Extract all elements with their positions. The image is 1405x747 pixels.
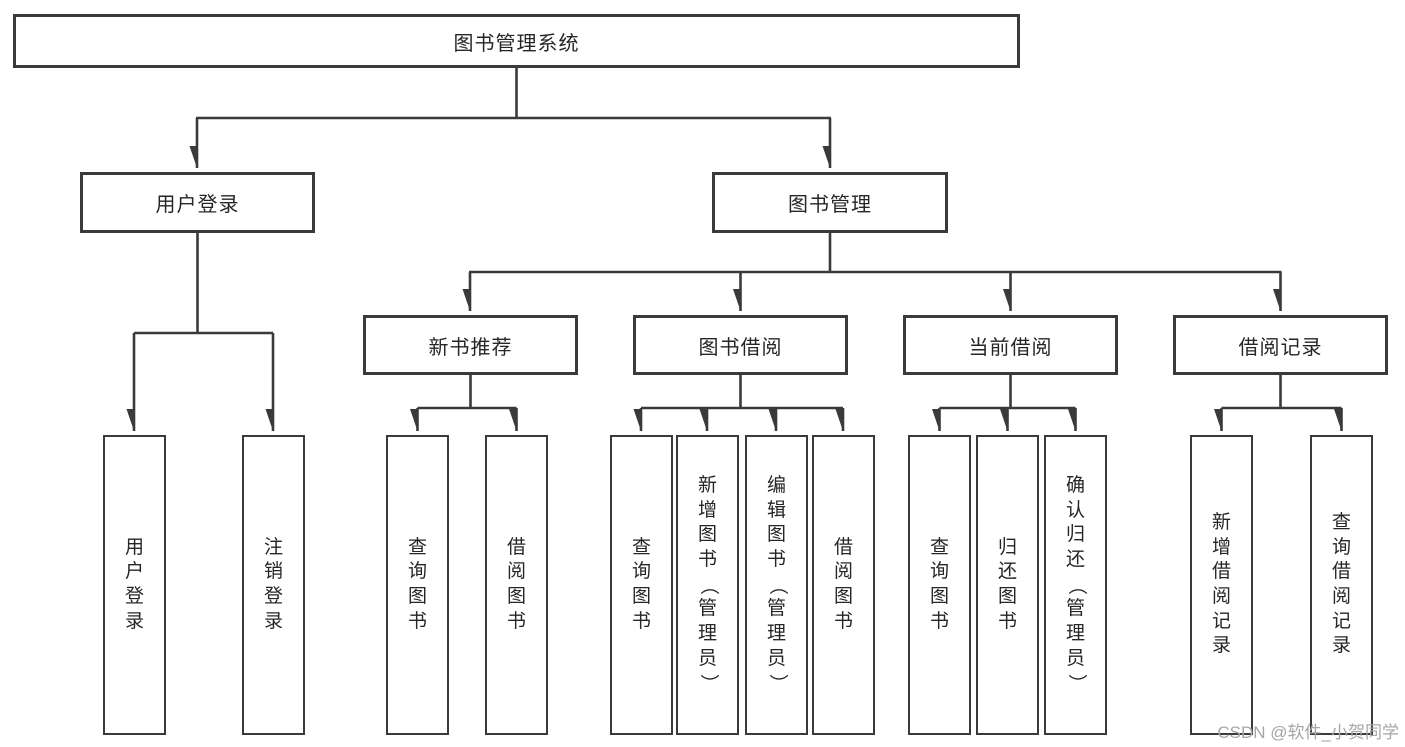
leaf-query-books-recommend: 查询图书 bbox=[386, 435, 449, 735]
node-book-management: 图书管理 bbox=[712, 172, 948, 233]
leaf-borrow-books-borrowing: 借阅图书 bbox=[812, 435, 875, 735]
leaf-confirm-return-admin: 确认归还（管理员） bbox=[1044, 435, 1107, 735]
leaf-add-book-admin: 新增图书（管理员） bbox=[676, 435, 739, 735]
leaf-logout: 注销登录 bbox=[242, 435, 305, 735]
node-current-borrowing: 当前借阅 bbox=[903, 315, 1118, 375]
node-user-login: 用户登录 bbox=[80, 172, 315, 233]
leaf-query-books-current: 查询图书 bbox=[908, 435, 971, 735]
leaf-return-books: 归还图书 bbox=[976, 435, 1039, 735]
leaf-borrow-books-recommend: 借阅图书 bbox=[485, 435, 548, 735]
leaf-query-books-borrowing: 查询图书 bbox=[610, 435, 673, 735]
leaf-edit-book-admin: 编辑图书（管理员） bbox=[745, 435, 808, 735]
watermark: CSDN @软件_小贺同学 bbox=[1217, 723, 1399, 742]
leaf-user-login: 用户登录 bbox=[103, 435, 166, 735]
leaf-add-borrow-record: 新增借阅记录 bbox=[1190, 435, 1253, 735]
node-borrowing-records: 借阅记录 bbox=[1173, 315, 1388, 375]
node-library-management-system: 图书管理系统 bbox=[13, 14, 1020, 68]
node-new-book-recommendation: 新书推荐 bbox=[363, 315, 578, 375]
node-book-borrowing: 图书借阅 bbox=[633, 315, 848, 375]
leaf-query-borrow-record: 查询借阅记录 bbox=[1310, 435, 1373, 735]
